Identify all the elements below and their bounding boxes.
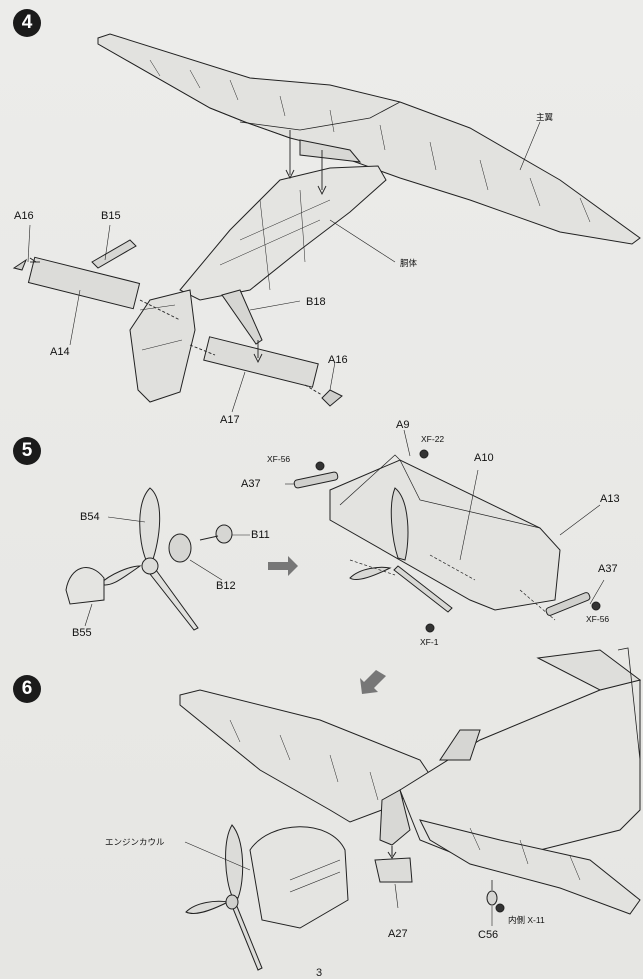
part-a14-label: A14	[50, 346, 70, 358]
part-c56-label: C56	[478, 929, 499, 941]
propeller-drawing	[65, 487, 233, 631]
page-number: 3	[316, 967, 323, 979]
step-5-badge: 5	[13, 437, 41, 465]
part-b11-label: B11	[251, 529, 270, 541]
main-wing-drawing	[97, 33, 641, 245]
nose-assembly-drawing	[293, 449, 601, 633]
part-b18-label: B18	[306, 296, 326, 308]
fuselage-drawing	[129, 165, 387, 403]
step-6-badge: 6	[13, 675, 41, 703]
part-a10-label: A10	[474, 452, 494, 464]
part-a16-right-label: A16	[328, 354, 348, 366]
part-a37-right-label: A37	[598, 563, 618, 575]
engine-cowl-drawing	[185, 824, 349, 971]
part-b12-label: B12	[216, 580, 236, 592]
paint-xf56-right-label: XF-56	[586, 614, 610, 624]
part-a9-label: A9	[396, 419, 410, 431]
part-a16-left-label: A16	[14, 210, 34, 222]
paint-xf1-label: XF-1	[420, 637, 439, 647]
part-a17-label: A17	[220, 414, 240, 426]
fuselage-label: 胴体	[400, 258, 418, 268]
engine-cowl-label: エンジンカウル	[105, 837, 165, 847]
part-a37-top-label: A37	[241, 478, 261, 490]
part-b54-label: B54	[80, 511, 100, 523]
a17-part	[203, 336, 319, 388]
part-b55-label: B55	[72, 627, 92, 639]
paint-xf56-top-label: XF-56	[267, 454, 291, 464]
main-wing-label: 主翼	[536, 112, 554, 122]
inner-paint-x11-label: 内側 X-11	[508, 915, 545, 925]
part-b15-label: B15	[101, 210, 121, 222]
a14-part	[27, 256, 141, 310]
part-a13-label: A13	[600, 493, 620, 505]
part-a27-label: A27	[388, 928, 408, 940]
paint-xf22-label: XF-22	[421, 434, 445, 444]
step-4-badge: 4	[13, 9, 41, 37]
airframe-drawing	[179, 647, 642, 915]
